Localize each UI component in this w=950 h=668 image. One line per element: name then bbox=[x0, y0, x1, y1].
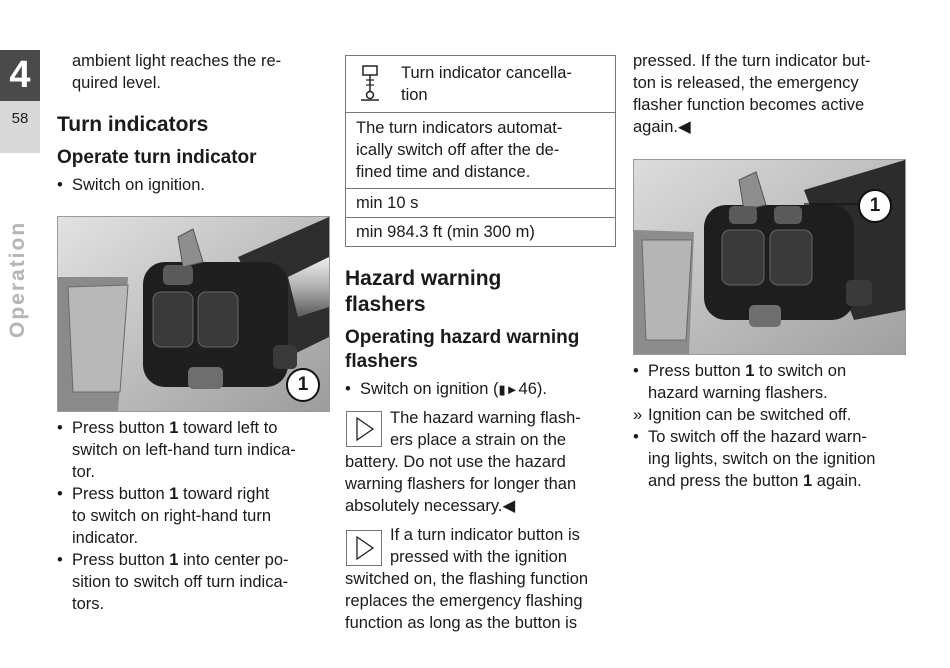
operating-hazard-heading: Operating hazard warning flashers bbox=[345, 326, 615, 374]
note-line: If a turn indicator button is bbox=[390, 526, 580, 544]
hazard-switch-photo: 1 bbox=[633, 159, 906, 355]
heading-line: Operating hazard warning bbox=[345, 327, 580, 348]
note-line: switched on, the flashing function bbox=[345, 570, 589, 588]
step-list: •Switch on ignition. bbox=[57, 174, 327, 196]
bullet-text: into center po- bbox=[178, 551, 289, 569]
note-line: absolutely necessary. bbox=[345, 497, 503, 515]
hazard-warning-heading: Hazard warning flashers bbox=[345, 266, 615, 318]
table-row: min 984.3 ft (min 300 m) bbox=[346, 217, 615, 246]
note-line: again. bbox=[633, 118, 678, 136]
handlebar-switch-illustration bbox=[634, 160, 905, 354]
page-ref-arrow-icon: ▮► bbox=[498, 382, 519, 397]
bullet-text: and press the button bbox=[648, 472, 804, 490]
bullet-text: sition to switch off turn indica- bbox=[72, 573, 289, 591]
result-text: Ignition can be switched off. bbox=[648, 406, 852, 424]
note-line: The hazard warning flash- bbox=[390, 409, 581, 427]
table-description-row: The turn indicators automat- ically swit… bbox=[346, 112, 615, 188]
note-arrow-icon bbox=[346, 530, 382, 566]
handlebar-switch-illustration bbox=[58, 217, 329, 411]
button-ref: 1 bbox=[803, 472, 813, 490]
list-item: •Switch on ignition. bbox=[57, 176, 205, 194]
bullet-text: indicator. bbox=[72, 529, 139, 547]
note-line: ton is released, the emergency bbox=[633, 74, 859, 92]
table-cell: fined time and distance. bbox=[356, 163, 531, 181]
bullet-text: Press button bbox=[648, 362, 746, 380]
list-item: •Press button 1 into center po- sition t… bbox=[57, 551, 289, 613]
note-arrow-icon bbox=[346, 411, 382, 447]
note-line: function as long as the button is bbox=[345, 614, 578, 632]
result-item: »Ignition can be switched off. bbox=[633, 406, 852, 424]
turn-indicator-switch-photo: 1 bbox=[57, 216, 330, 412]
turn-indicator-note: If a turn indicator button is pressed wi… bbox=[345, 524, 617, 634]
end-marker-icon: ◀ bbox=[677, 118, 691, 136]
operate-turn-indicator-heading: Operate turn indicator bbox=[57, 147, 257, 168]
bullet-text: to switch on right-hand turn bbox=[72, 507, 272, 525]
turn-indicator-cancellation-table: Turn indicator cancella- tion The turn i… bbox=[345, 55, 616, 247]
bullet-text: ing lights, switch on the ignition bbox=[648, 450, 876, 468]
list-item: •Press button 1 toward right to switch o… bbox=[57, 485, 272, 547]
hazard-bullets: •Press button 1 to switch on hazard warn… bbox=[633, 360, 908, 492]
gauge-icon bbox=[359, 64, 381, 108]
table-row: min 10 s bbox=[346, 188, 615, 217]
note-line: ers place a strain on the bbox=[390, 431, 567, 449]
step-text: Switch on ignition ( bbox=[360, 380, 499, 398]
chapter-number: 4 bbox=[0, 50, 40, 101]
bullet-text: Press button bbox=[72, 419, 170, 437]
list-item: •To switch off the hazard warn- ing ligh… bbox=[633, 428, 876, 490]
bullet-text: Press button bbox=[72, 551, 170, 569]
end-marker-icon: ◀ bbox=[502, 497, 516, 515]
heading-line: flashers bbox=[345, 351, 418, 372]
heading-line: flashers bbox=[345, 293, 426, 316]
button-ref: 1 bbox=[169, 551, 179, 569]
bullet-text: toward left to bbox=[178, 419, 278, 437]
section-label: Operation bbox=[6, 220, 29, 338]
battery-note: The hazard warning flash- ers place a st… bbox=[345, 407, 617, 517]
table-header-text: tion bbox=[401, 86, 428, 104]
heading-line: Hazard warning bbox=[345, 267, 502, 290]
note-line: pressed. If the turn indicator but- bbox=[633, 52, 871, 70]
callout-1: 1 bbox=[858, 189, 892, 223]
note-line: flasher function becomes active bbox=[633, 96, 865, 114]
intro-line: quired level. bbox=[72, 74, 161, 92]
page-number: 58 bbox=[0, 101, 40, 153]
note-line: battery. Do not use the hazard bbox=[345, 453, 566, 471]
step-text: Switch on ignition. bbox=[72, 176, 205, 194]
list-item: •Switch on ignition (▮►46). bbox=[345, 380, 547, 398]
bullet-text: again. bbox=[812, 472, 862, 490]
note-line: warning flashers for longer than bbox=[345, 475, 577, 493]
bullet-text: To switch off the hazard warn- bbox=[648, 428, 867, 446]
intro-line: ambient light reaches the re- bbox=[72, 52, 282, 70]
turn-indicators-heading: Turn indicators bbox=[57, 113, 209, 136]
button-ref: 1 bbox=[745, 362, 755, 380]
table-cell: The turn indicators automat- bbox=[356, 119, 563, 137]
table-cell: ically switch off after the de- bbox=[356, 141, 560, 159]
bullet-text: tor. bbox=[72, 463, 95, 481]
continued-note: pressed. If the turn indicator but- ton … bbox=[633, 50, 908, 138]
bullet-text: tors. bbox=[72, 595, 105, 613]
button-ref: 1 bbox=[169, 419, 179, 437]
bullet-text: to switch on bbox=[754, 362, 847, 380]
table-header-text: Turn indicator cancella- bbox=[401, 64, 572, 82]
intro-text: ambient light reaches the re- quired lev… bbox=[72, 50, 332, 94]
callout-1: 1 bbox=[286, 368, 320, 402]
bullet-text: switch on left-hand turn indica- bbox=[72, 441, 296, 459]
page-ref: 46). bbox=[518, 380, 547, 398]
table-header-row: Turn indicator cancella- tion bbox=[346, 56, 615, 112]
note-line: pressed with the ignition bbox=[390, 548, 568, 566]
bullet-text: hazard warning flashers. bbox=[648, 384, 828, 402]
button-ref: 1 bbox=[169, 485, 179, 503]
list-item: •Press button 1 toward left to switch on… bbox=[57, 419, 296, 481]
hazard-step-list: •Switch on ignition (▮►46). bbox=[345, 378, 615, 401]
bullet-text: Press button bbox=[72, 485, 170, 503]
note-line: replaces the emergency flashing bbox=[345, 592, 583, 610]
bullet-text: toward right bbox=[178, 485, 270, 503]
turn-indicator-bullets: •Press button 1 toward left to switch on… bbox=[57, 417, 332, 615]
list-item: •Press button 1 to switch on hazard warn… bbox=[633, 362, 847, 402]
